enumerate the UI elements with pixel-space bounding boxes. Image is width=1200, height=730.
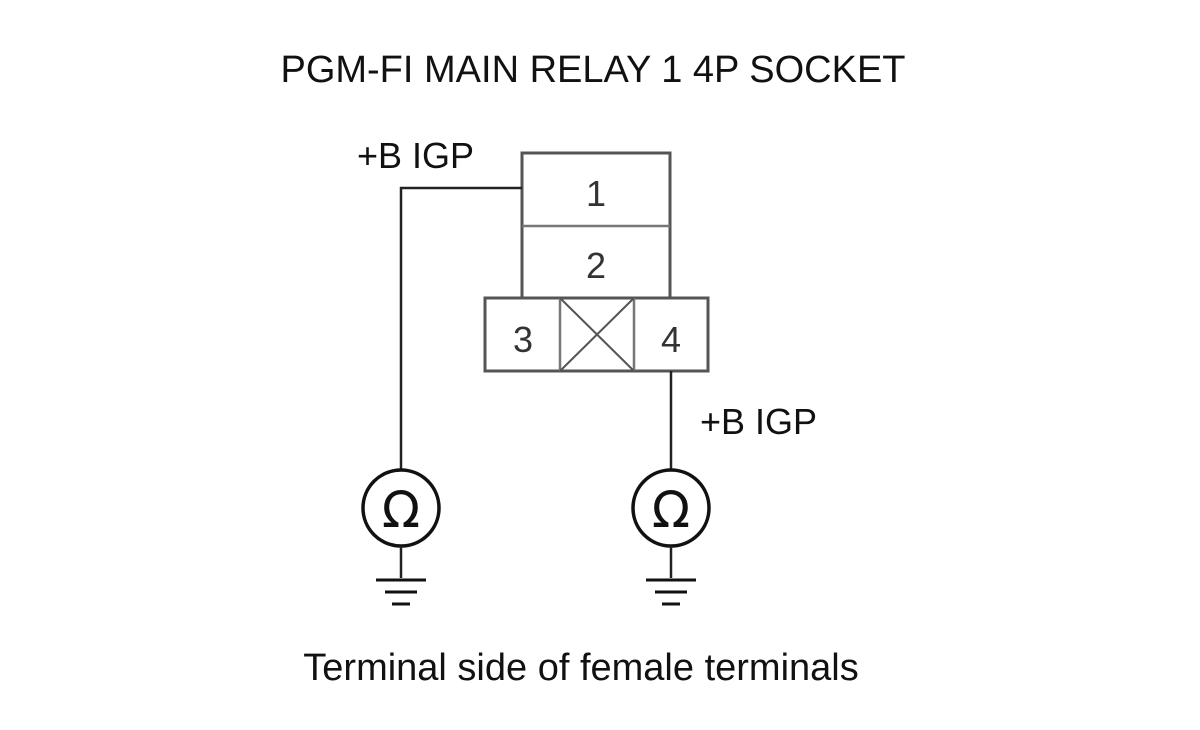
x-mark-icon bbox=[559, 297, 635, 372]
connector: 1 2 3 4 bbox=[483, 151, 710, 373]
pin-1-signal-label: +B IGP bbox=[357, 135, 474, 176]
ohmmeter-symbol: Ω bbox=[652, 481, 690, 539]
pin-1-wire bbox=[399, 186, 522, 470]
diagram-title: PGM-FI MAIN RELAY 1 4P SOCKET bbox=[280, 49, 905, 91]
pin-4-number: 4 bbox=[661, 319, 681, 360]
ground-icon bbox=[646, 578, 696, 606]
pin-3-number: 3 bbox=[513, 319, 533, 360]
pin-4-signal-label: +B IGP bbox=[700, 401, 817, 442]
pin-2-number: 2 bbox=[586, 245, 606, 286]
ground-icon bbox=[376, 578, 426, 606]
pin-1-number: 1 bbox=[586, 173, 606, 214]
ohmmeter-icon: Ω bbox=[361, 468, 441, 548]
diagram-caption: Terminal side of female terminals bbox=[303, 647, 858, 689]
ohmmeter-icon: Ω bbox=[631, 468, 711, 548]
ohmmeter-symbol: Ω bbox=[382, 481, 420, 539]
